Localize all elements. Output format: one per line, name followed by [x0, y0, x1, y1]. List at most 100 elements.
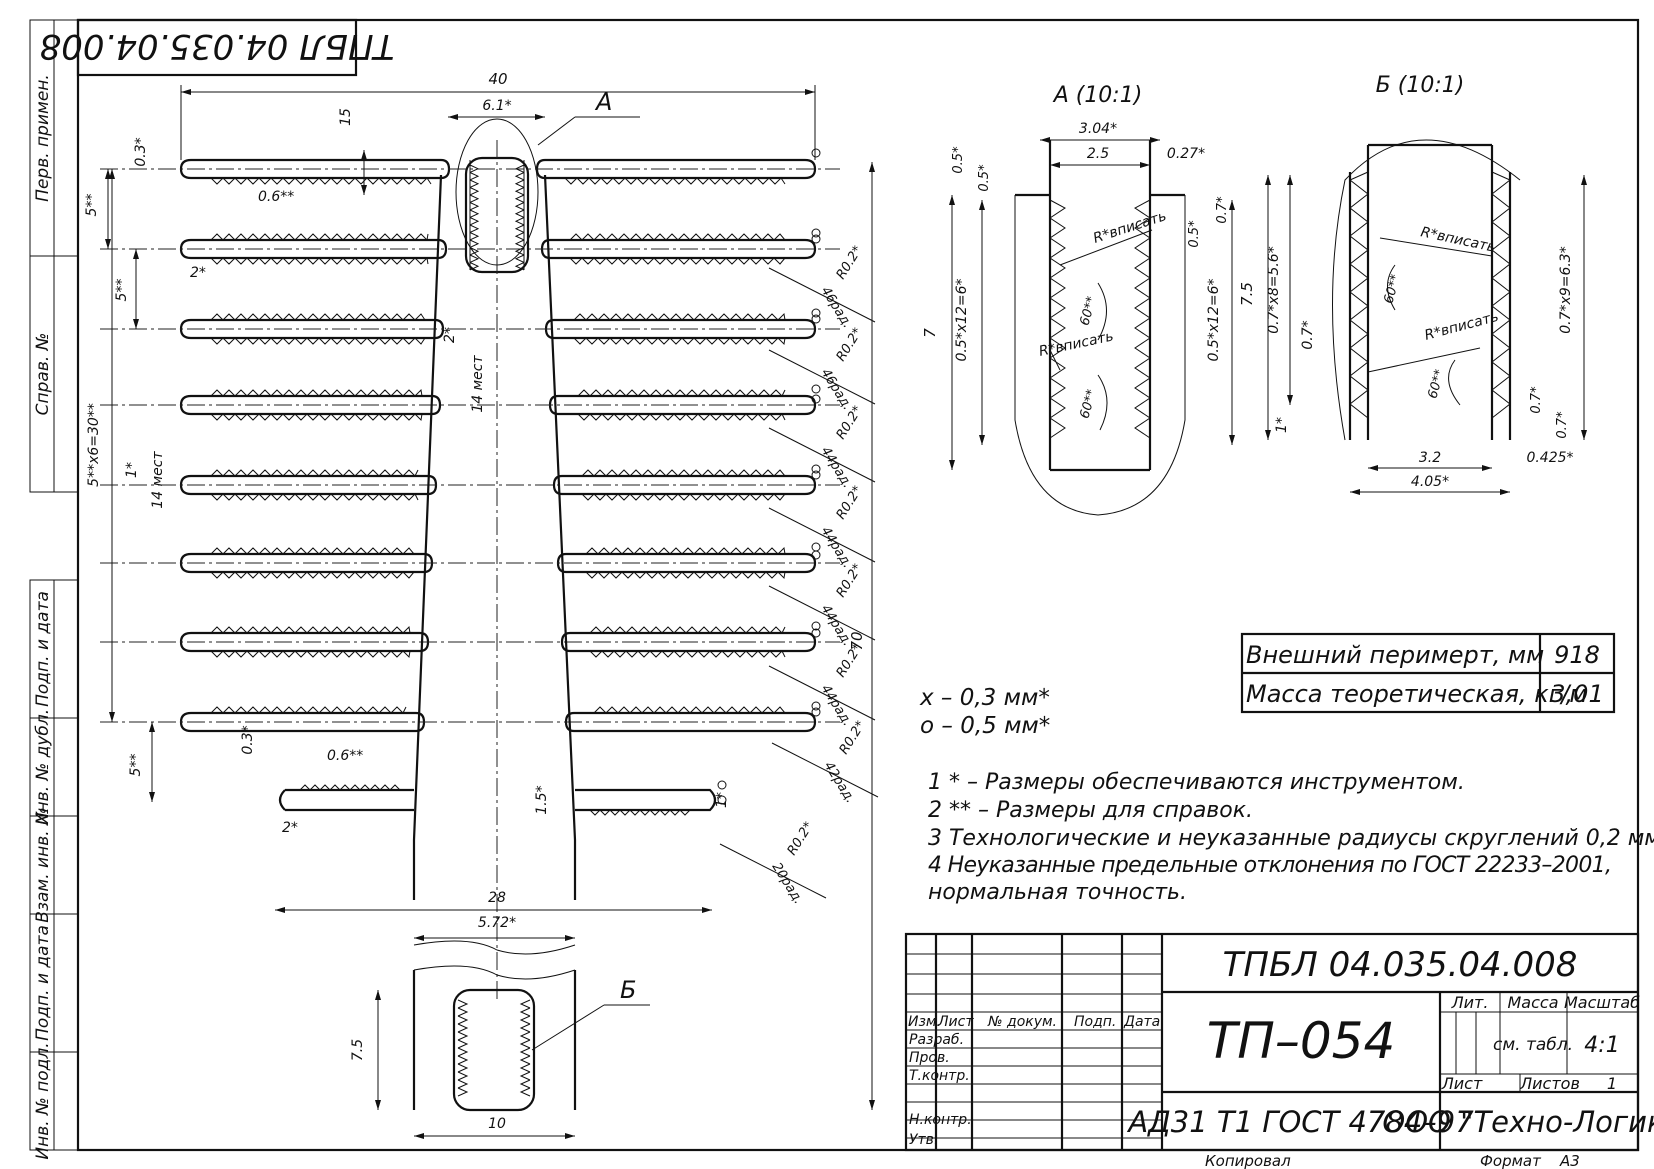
fin-left-serration	[210, 388, 423, 397]
marker-o	[811, 470, 821, 480]
fin-right-serration	[569, 233, 786, 241]
note-4-cont: нормальная точность.	[928, 880, 1187, 905]
fin-left	[179, 631, 430, 653]
detail-b-ang2: 60**	[1426, 367, 1448, 400]
fin-left-serration	[210, 547, 415, 555]
marker-o	[811, 621, 821, 631]
label-a: А	[594, 88, 612, 116]
fin-left-serration	[210, 571, 415, 579]
dim-overall-width: 40	[488, 70, 507, 88]
tb-mass-val: см. табл.	[1493, 1035, 1573, 1055]
tb-massa: Масса	[1507, 993, 1558, 1012]
fin-right-serration	[585, 571, 786, 580]
fin-left	[179, 711, 426, 733]
marker-o	[811, 228, 821, 238]
tb-col-0: Изм.	[908, 1014, 941, 1030]
note-3: 3 Технологические и неуказанные радиусы …	[928, 826, 1654, 851]
dim-fin-thick-bot: 0.6**	[327, 748, 363, 764]
detail-b-d07a: 0.7*	[1300, 320, 1316, 349]
detail-a-teeth-right	[1134, 199, 1151, 439]
tb-row-1: Пров.	[909, 1050, 950, 1066]
dim-center-width: 6.1*	[482, 98, 511, 114]
detail-b-title: Б (10:1)	[1376, 73, 1465, 98]
fin-left-serration	[210, 469, 419, 477]
side-stamp-6: Инв. № подл.	[33, 1042, 53, 1159]
dim-height-70: 70	[848, 631, 866, 650]
radius-count: 44рад.	[818, 444, 855, 491]
radius-label: R0.2*	[834, 641, 866, 680]
marker-o	[811, 701, 821, 711]
dim-step2c: 2*	[282, 820, 298, 836]
fin-right	[564, 711, 817, 733]
label-b: Б	[620, 976, 636, 1004]
detail-b-d75: 7.5	[1238, 282, 1256, 306]
marker-o	[811, 542, 821, 552]
legend-o: о – 0,5 мм*	[920, 713, 1050, 739]
title-material: АД31 Т1 ГОСТ 4784–97	[1126, 1105, 1474, 1139]
detail-a-ang2: 60**	[1078, 387, 1100, 420]
dim-pitch-a: 5**	[84, 194, 100, 217]
fin-right	[535, 158, 817, 180]
side-stamp-0: Перв. примен.	[33, 74, 53, 202]
fin-left-serration	[210, 625, 411, 634]
marker-o	[811, 384, 821, 394]
fin-right-serration	[585, 546, 786, 555]
fin-bottom-right	[575, 788, 717, 812]
fin-right-serration	[581, 493, 786, 501]
detail-b-teeth-left	[1349, 171, 1369, 419]
dim-top-off: 0.3*	[133, 137, 149, 166]
tb-row-4: Н.контр.	[909, 1112, 972, 1128]
marker-o	[811, 314, 821, 324]
tb-col-2: № докум.	[987, 1014, 1057, 1030]
prop-perimeter-label: Внешний перимерт, мм	[1246, 641, 1544, 669]
dim-bottom-pitch: 5**	[128, 754, 144, 777]
marker-o	[811, 148, 821, 158]
fin-right-serration	[569, 257, 786, 265]
detail-a-d-right: 0.5*x12=6*	[1206, 278, 1222, 361]
fin-right-serration	[573, 337, 786, 346]
radius-count: 44рад.	[818, 524, 855, 571]
detail-a-d05b: 0.5*	[977, 164, 992, 192]
title-code: ТПБЛ 04.035.04.008	[1223, 945, 1578, 985]
tb-col-3: Подп.	[1074, 1014, 1116, 1030]
profile-drawing	[100, 118, 840, 1112]
fin-bottom-left	[278, 788, 414, 812]
detail-b-d405: 4.05*	[1411, 474, 1449, 490]
side-stamp-2: Подп. и дата	[33, 591, 53, 707]
note-1: 1 * – Размеры обеспечиваются инструменто…	[928, 770, 1465, 795]
prop-mass-value: 3,01	[1550, 680, 1603, 708]
fin-right-serration	[593, 706, 786, 714]
tb-col-4: Дата	[1123, 1014, 1160, 1030]
break-line	[413, 940, 576, 955]
fin-left-serration	[210, 256, 429, 265]
fin-right	[552, 474, 817, 496]
fin-right	[556, 552, 817, 574]
detail-a-teeth-left	[1049, 199, 1066, 439]
dim-1: 1*	[124, 462, 140, 478]
detail-b-d0425: 0.425*	[1526, 450, 1573, 466]
detail-a-ang1: 60**	[1078, 294, 1100, 327]
tb-row-5: Утв.	[909, 1132, 938, 1148]
detail-a-r1: R*вписать	[1091, 208, 1168, 247]
detail-a-d304: 3.04*	[1079, 121, 1117, 137]
prop-perimeter-value: 918	[1554, 641, 1600, 669]
marker-o	[811, 707, 821, 717]
tb-scale-val: 4:1	[1584, 1033, 1619, 1058]
dim-width-10: 10	[488, 1116, 506, 1132]
fin-left-serration	[210, 233, 429, 242]
marker-o	[811, 464, 821, 474]
detail-b-d07b: 0.7*	[1529, 386, 1544, 414]
fin-left-serration	[210, 493, 419, 501]
fin-right-serration	[577, 389, 786, 397]
detail-b-teeth-right	[1491, 171, 1511, 419]
tb-row-0: Разраб.	[909, 1032, 964, 1048]
fin-right	[540, 238, 817, 260]
dim-step2: 2*	[190, 265, 206, 281]
fin-right	[544, 318, 817, 340]
fin-left-serration	[210, 313, 426, 321]
dim-places-14b: 14 мест	[470, 355, 486, 413]
footer-format-val: А3	[1559, 1152, 1580, 1169]
dim-width-572: 5.72*	[478, 915, 516, 931]
